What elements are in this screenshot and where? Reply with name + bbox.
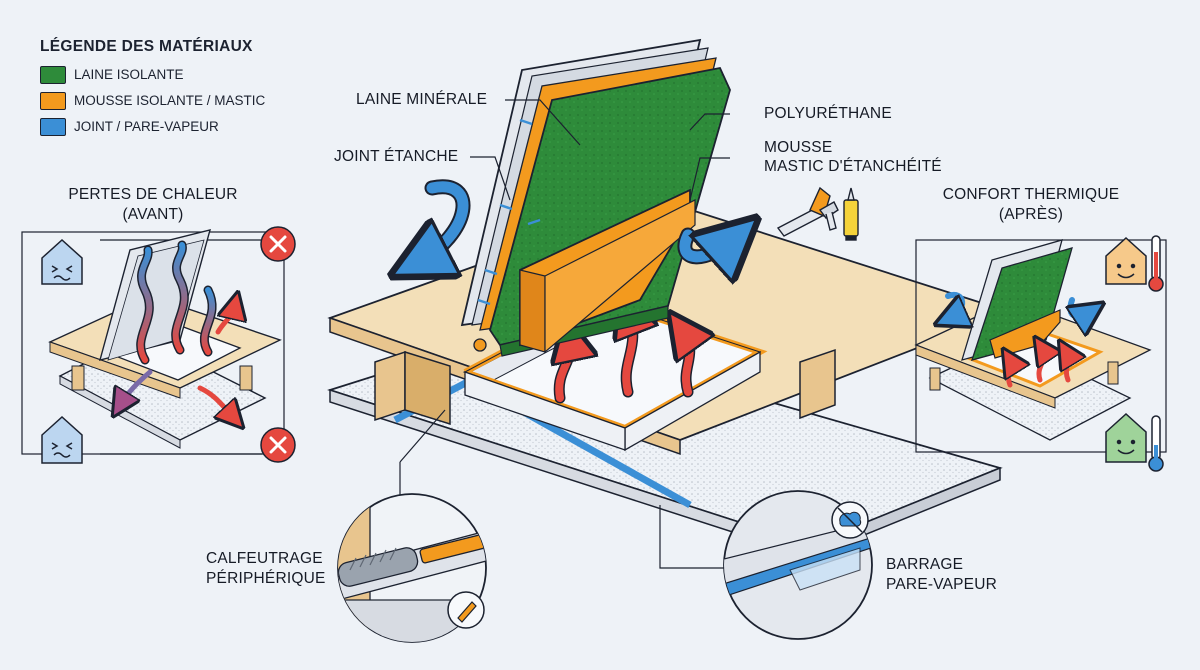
label-mastic: MASTIC D'ÉTANCHÉITÉ [764, 158, 942, 175]
left-panel-title-1: PERTES DE CHALEUR [68, 186, 238, 203]
legend-swatch-wool [40, 66, 66, 84]
caulk-gun-icon [776, 186, 839, 237]
left-panel-title-2: (AVANT) [122, 206, 184, 223]
sad-house-icon-top [41, 238, 83, 285]
label-barrage-2: PARE-VAPEUR [886, 576, 998, 593]
label-barrage-1: BARRAGE [886, 556, 964, 573]
left-panel-before [21, 229, 285, 455]
callout-lines [399, 99, 760, 569]
happy-house-icon-top [1105, 235, 1164, 292]
label-mousse: MOUSSE [764, 139, 833, 156]
label-polyurethane: POLYURÉTHANE [764, 105, 892, 122]
main-illustration [327, 38, 1013, 559]
label-laine-minerale: LAINE MINÉRALE [356, 91, 488, 108]
detail-calfeutrage [337, 493, 487, 643]
sad-house-icon-bottom [41, 415, 83, 464]
cross-icon-top [260, 226, 296, 262]
cross-icon-bottom [260, 427, 296, 463]
legend-item-seal: JOINT / PARE-VAPEUR [74, 119, 219, 134]
legend-item-foam: MOUSSE ISOLANTE / MASTIC [74, 93, 266, 108]
legend-swatch-seal [40, 118, 66, 136]
label-joint-etanche: JOINT ÉTANCHE [334, 148, 459, 165]
right-panel-after [914, 239, 1167, 453]
label-calfeutrage-1: CALFEUTRAGE [206, 550, 323, 567]
right-panel-title-1: CONFORT THERMIQUE [942, 186, 1120, 203]
right-panel-title-2: (APRÈS) [998, 206, 1064, 223]
legend-title: LÉGENDE DES MATÉRIAUX [40, 38, 253, 55]
legend-swatch-foam [40, 92, 66, 110]
happy-house-icon-bottom [1105, 412, 1164, 472]
detail-pare-vapeur [723, 490, 873, 640]
label-calfeutrage-2: PÉRIPHÉRIQUE [206, 570, 326, 587]
legend-item-wool: LAINE ISOLANTE [74, 67, 184, 82]
sealant-tube-icon [843, 187, 859, 241]
